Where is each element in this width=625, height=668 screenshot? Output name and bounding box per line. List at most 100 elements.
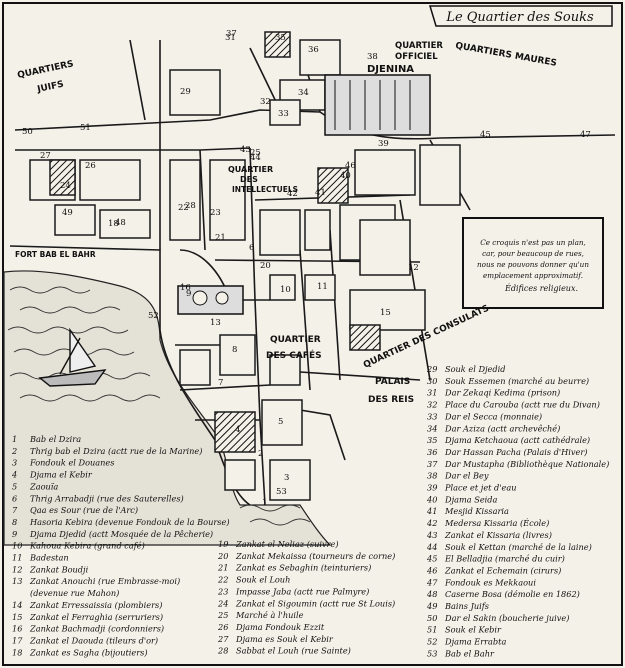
legend-entry-4: Djama el Kebir (29, 470, 93, 480)
map-number-47: 47 (580, 130, 591, 140)
legend-entry-45: El Belladjia (marché du cuir) (444, 554, 565, 564)
map-number-16: 16 (180, 283, 191, 293)
map-number-12: 12 (408, 263, 419, 273)
legend-number-15: 15 (12, 612, 22, 622)
map-number-45: 45 (480, 130, 491, 140)
sea (3, 270, 332, 546)
map-number-34: 34 (298, 88, 309, 98)
legend-entry-50: Dar el Sakin (boucherie juive) (444, 613, 569, 623)
legend-number-51: 51 (427, 625, 437, 635)
map-number-1: 1 (262, 498, 267, 508)
building-blocks (29, 39, 461, 501)
legend-number-29: 29 (426, 364, 437, 374)
legend-entry-47: Fondouk es Mekkaoui (444, 577, 536, 587)
legend-entry-28: Sabbat el Louh (rue Sainte) (236, 646, 351, 656)
map-number-27: 27 (40, 151, 51, 161)
map-number-10: 10 (280, 285, 291, 295)
map-number-5: 5 (278, 417, 283, 427)
map-number-50: 50 (22, 127, 33, 137)
legend-entry-34: Dar Aziza (actt archevêché) (444, 423, 560, 433)
legend-number-28: 28 (217, 646, 228, 656)
map-number-41: 41 (315, 188, 326, 198)
map-number-38: 38 (367, 52, 378, 62)
legend-entry-20: Zankat Mekaissa (tourneurs de corne) (235, 551, 395, 561)
legend-entry-31: Dar Zekaqi Kedima (prison) (444, 388, 560, 398)
legend-entry-18: Zankat es Sagha (bijoutiers) (29, 647, 148, 657)
legend-entry-48: Caserne Bosa (démolie en 1862) (445, 589, 580, 599)
legend-entry-42: Medersa Kissaria (École) (444, 518, 549, 528)
legend-number-45: 45 (426, 554, 437, 564)
legend-entry-8: Hasoria Kebira (devenue Fondouk de la Bo… (29, 517, 230, 527)
djenina-palace (324, 74, 431, 136)
legend-number-42: 42 (426, 518, 437, 528)
legend-number-6: 6 (12, 493, 17, 503)
legend-entry-6: Thrig Arrabadji (rue des Sauterelles) (30, 493, 184, 503)
map-number-3: 3 (284, 473, 289, 483)
map-number-25: 25 (250, 148, 261, 158)
legend-entry-16: Zankat Bachmadji (cordonniers) (29, 624, 164, 634)
legend-entry-10: Kahoua Kebira (grand café) (29, 541, 145, 551)
label-intellectuels-3: INTELLECTUELS (232, 185, 298, 194)
legend-entry-11: Badestan (29, 553, 69, 563)
legend-number-25: 25 (217, 610, 228, 620)
legend-number-35: 35 (427, 435, 437, 445)
label-fort-bab-el-bahr: FORT BAB EL BAHR (15, 250, 96, 259)
map-number-6: 6 (249, 243, 254, 253)
label-cafes-2: DES CAFÉS (266, 349, 322, 361)
sailboat (38, 327, 107, 387)
legend-number-21: 21 (217, 563, 228, 573)
legend-entry-12: Zankat Boudji (29, 564, 89, 574)
map-number-9: 9 (186, 289, 191, 299)
legend-number-31: 31 (427, 388, 437, 398)
map-number-36: 36 (308, 45, 319, 55)
legend-number-47: 47 (426, 577, 438, 587)
map-number-35: 35 (275, 33, 286, 43)
note-line-2: car, pour beaucoup de rues, (482, 249, 584, 258)
legend-entry-43: Zankat el Kissaria (livres) (444, 530, 552, 540)
legend-number-43: 43 (426, 530, 437, 540)
legend-entry-30: Souk Essemen (marché au beurre) (445, 376, 589, 386)
legend-entry-22: Souk el Louh (236, 575, 290, 585)
legend-entry-38: Dar el Bey (444, 471, 489, 481)
sea-waves (7, 286, 311, 526)
legend-entry-41: Mesjid Kissaria (444, 506, 509, 516)
legend-entry-1: Bab el Dzira (29, 434, 81, 444)
legend-entry-17: Zankat el Daouda (tileurs d'or) (29, 635, 158, 645)
legend-number-13: 13 (12, 576, 22, 586)
map-number-46: 46 (345, 161, 356, 171)
map-number-22: 22 (178, 203, 189, 213)
legend-entry-29: Souk el Djedid (445, 364, 506, 374)
legend-entry-33: Dar el Secca (monnaie) (444, 411, 542, 421)
map-number-11: 11 (317, 282, 328, 292)
map-number-44: 44 (250, 153, 261, 163)
legend-number-23: 23 (217, 586, 228, 596)
legend-number-20: 20 (217, 551, 228, 561)
title-banner (428, 5, 613, 27)
legend-number-19: 19 (218, 539, 228, 549)
legend-entry-24: Zankat el Sigoumin (actt rue St Louis) (235, 598, 395, 608)
legend-number-37: 37 (427, 459, 438, 469)
legend-number-27: 27 (217, 634, 229, 644)
legend-number-17: 17 (12, 635, 23, 645)
map-number-40: 40 (340, 171, 351, 181)
legend-number-12: 12 (12, 564, 22, 574)
map-number-28: 28 (185, 201, 196, 211)
map-number-33: 33 (278, 109, 289, 119)
legend-entry-3: Fondouk el Douanes (29, 458, 114, 468)
legend-number-50: 50 (427, 613, 437, 623)
label-quartiers-juifs-2: JUIFS (36, 80, 65, 96)
label-quartier-officiel-2: OFFICIEL (395, 52, 438, 62)
map-number-26: 26 (85, 161, 96, 171)
legend-number-24: 24 (217, 598, 228, 608)
legend-entry-39: Place et jet d'eau (444, 483, 517, 493)
legend-entry-53: Bab el Bahr (444, 648, 495, 658)
legend-number-11: 11 (12, 553, 22, 563)
legend-entry-44: Souk el Kettan (marché de la laine) (445, 542, 592, 552)
legend-entry-46: Zankat el Echemain (cirurs) (444, 565, 561, 575)
legend-number-9: 9 (12, 529, 17, 539)
legend-number-52: 52 (427, 637, 437, 647)
